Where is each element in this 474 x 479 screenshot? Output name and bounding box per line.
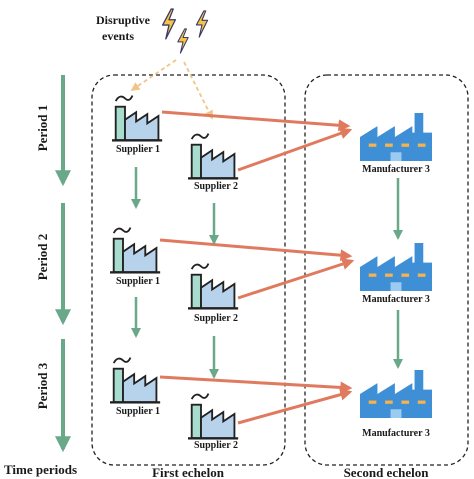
second-echelon-label: Second echelon — [344, 465, 430, 479]
supplier-2-label: Supplier 2 — [194, 440, 238, 451]
supplier-2-label: Supplier 2 — [194, 313, 238, 324]
period-3-label: Period 3 — [35, 362, 50, 409]
period-1-label: Period 1 — [35, 105, 50, 152]
period-2-manufacturer-3: Manufacturer 3 — [360, 243, 432, 305]
supplier-2-label: Supplier 2 — [194, 181, 238, 192]
manufacturer-3-label: Manufacturer 3 — [362, 294, 430, 305]
factory-icon — [187, 132, 240, 180]
factory-icon — [109, 356, 162, 404]
lightning-icon — [177, 28, 189, 54]
supplier-1-label: Supplier 1 — [116, 276, 160, 287]
period-1-supplier-2: Supplier 2 — [187, 132, 240, 192]
factory-icon — [360, 113, 432, 161]
lightning-icon — [195, 10, 209, 38]
factory-icon — [187, 262, 240, 310]
supplier-1-label: Supplier 1 — [116, 144, 160, 155]
lightning-icon — [161, 8, 177, 40]
factory-icon — [187, 392, 240, 440]
manufacturer-3-label: Manufacturer 3 — [362, 428, 430, 439]
first-echelon-box — [91, 74, 286, 466]
first-echelon-label: First echelon — [152, 465, 225, 479]
supplier-1-label: Supplier 1 — [116, 406, 160, 417]
manufacturer-3-label: Manufacturer 3 — [362, 164, 430, 175]
period-2-label: Period 2 — [35, 234, 50, 281]
period-3-manufacturer-3: Manufacturer 3 — [360, 370, 432, 439]
time-axis-label: Time periods — [4, 462, 77, 477]
period-2-supplier-2: Supplier 2 — [187, 262, 240, 324]
factory-icon — [109, 226, 162, 274]
period-transitions — [131, 167, 403, 379]
second-echelon-box — [304, 74, 469, 466]
factory-icon — [360, 370, 432, 418]
period-3-supplier-2: Supplier 2 — [187, 392, 240, 451]
material-flows — [159, 110, 355, 425]
disruption-arrows — [130, 59, 213, 120]
factory-icon — [111, 94, 164, 142]
factory-icon — [360, 243, 432, 291]
period-1-supplier-1: Supplier 1 — [111, 94, 164, 155]
disruption-label-line1: Disruptive — [96, 13, 151, 27]
period-2-supplier-1: Supplier 1 — [109, 226, 162, 287]
period-3-supplier-1: Supplier 1 — [109, 356, 162, 417]
disruption-label-line2: events — [102, 29, 134, 43]
period-1-manufacturer-3: Manufacturer 3 — [360, 113, 432, 175]
